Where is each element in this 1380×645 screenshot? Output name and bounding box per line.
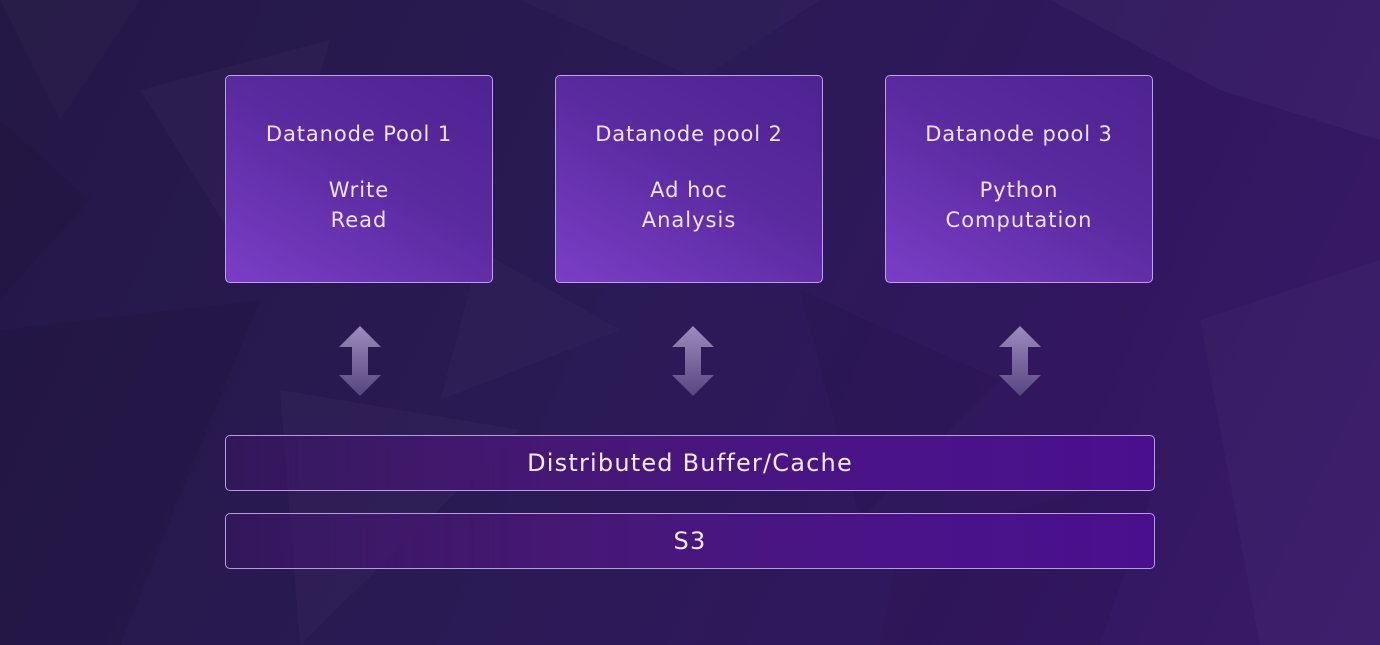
pool-2-title: Datanode pool 2 [595,122,783,146]
pool-1-workload-line-1: Write [328,178,390,202]
datanode-pool-3: Datanode pool 3 Python Computation [885,75,1153,283]
bidirectional-arrow-icon [999,326,1041,396]
s3-storage-layer: S3 [225,513,1155,569]
pool-2-workload-line-2: Analysis [641,208,737,232]
datanode-pool-2: Datanode pool 2 Ad hoc Analysis [555,75,823,283]
pool-2-workload-line-1: Ad hoc [650,178,728,202]
bidirectional-arrow-icon [339,326,381,396]
bidirectional-arrow-icon [672,326,714,396]
pool-3-workload-line-1: Python [979,178,1059,202]
pool-1-title: Datanode Pool 1 [265,122,453,146]
datanode-pool-1: Datanode Pool 1 Write Read [225,75,493,283]
pool-3-workload-line-2: Computation [945,208,1093,232]
pool-3-title: Datanode pool 3 [925,122,1113,146]
distributed-buffer-cache-layer: Distributed Buffer/Cache [225,435,1155,491]
pool-1-workload-line-2: Read [330,208,388,232]
